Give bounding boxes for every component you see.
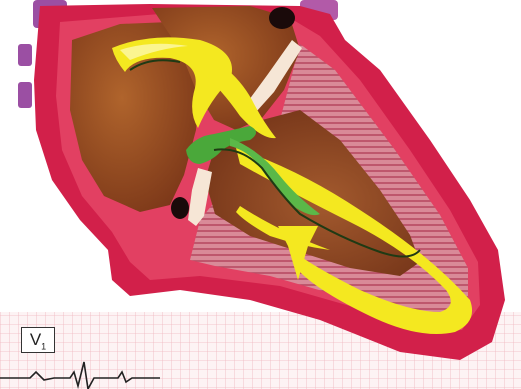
ecg-lead-label: V1 [21,327,55,353]
ecg-lead-subscript: 1 [41,341,46,351]
vessel-opening [171,197,189,219]
vessel-opening [269,7,295,29]
